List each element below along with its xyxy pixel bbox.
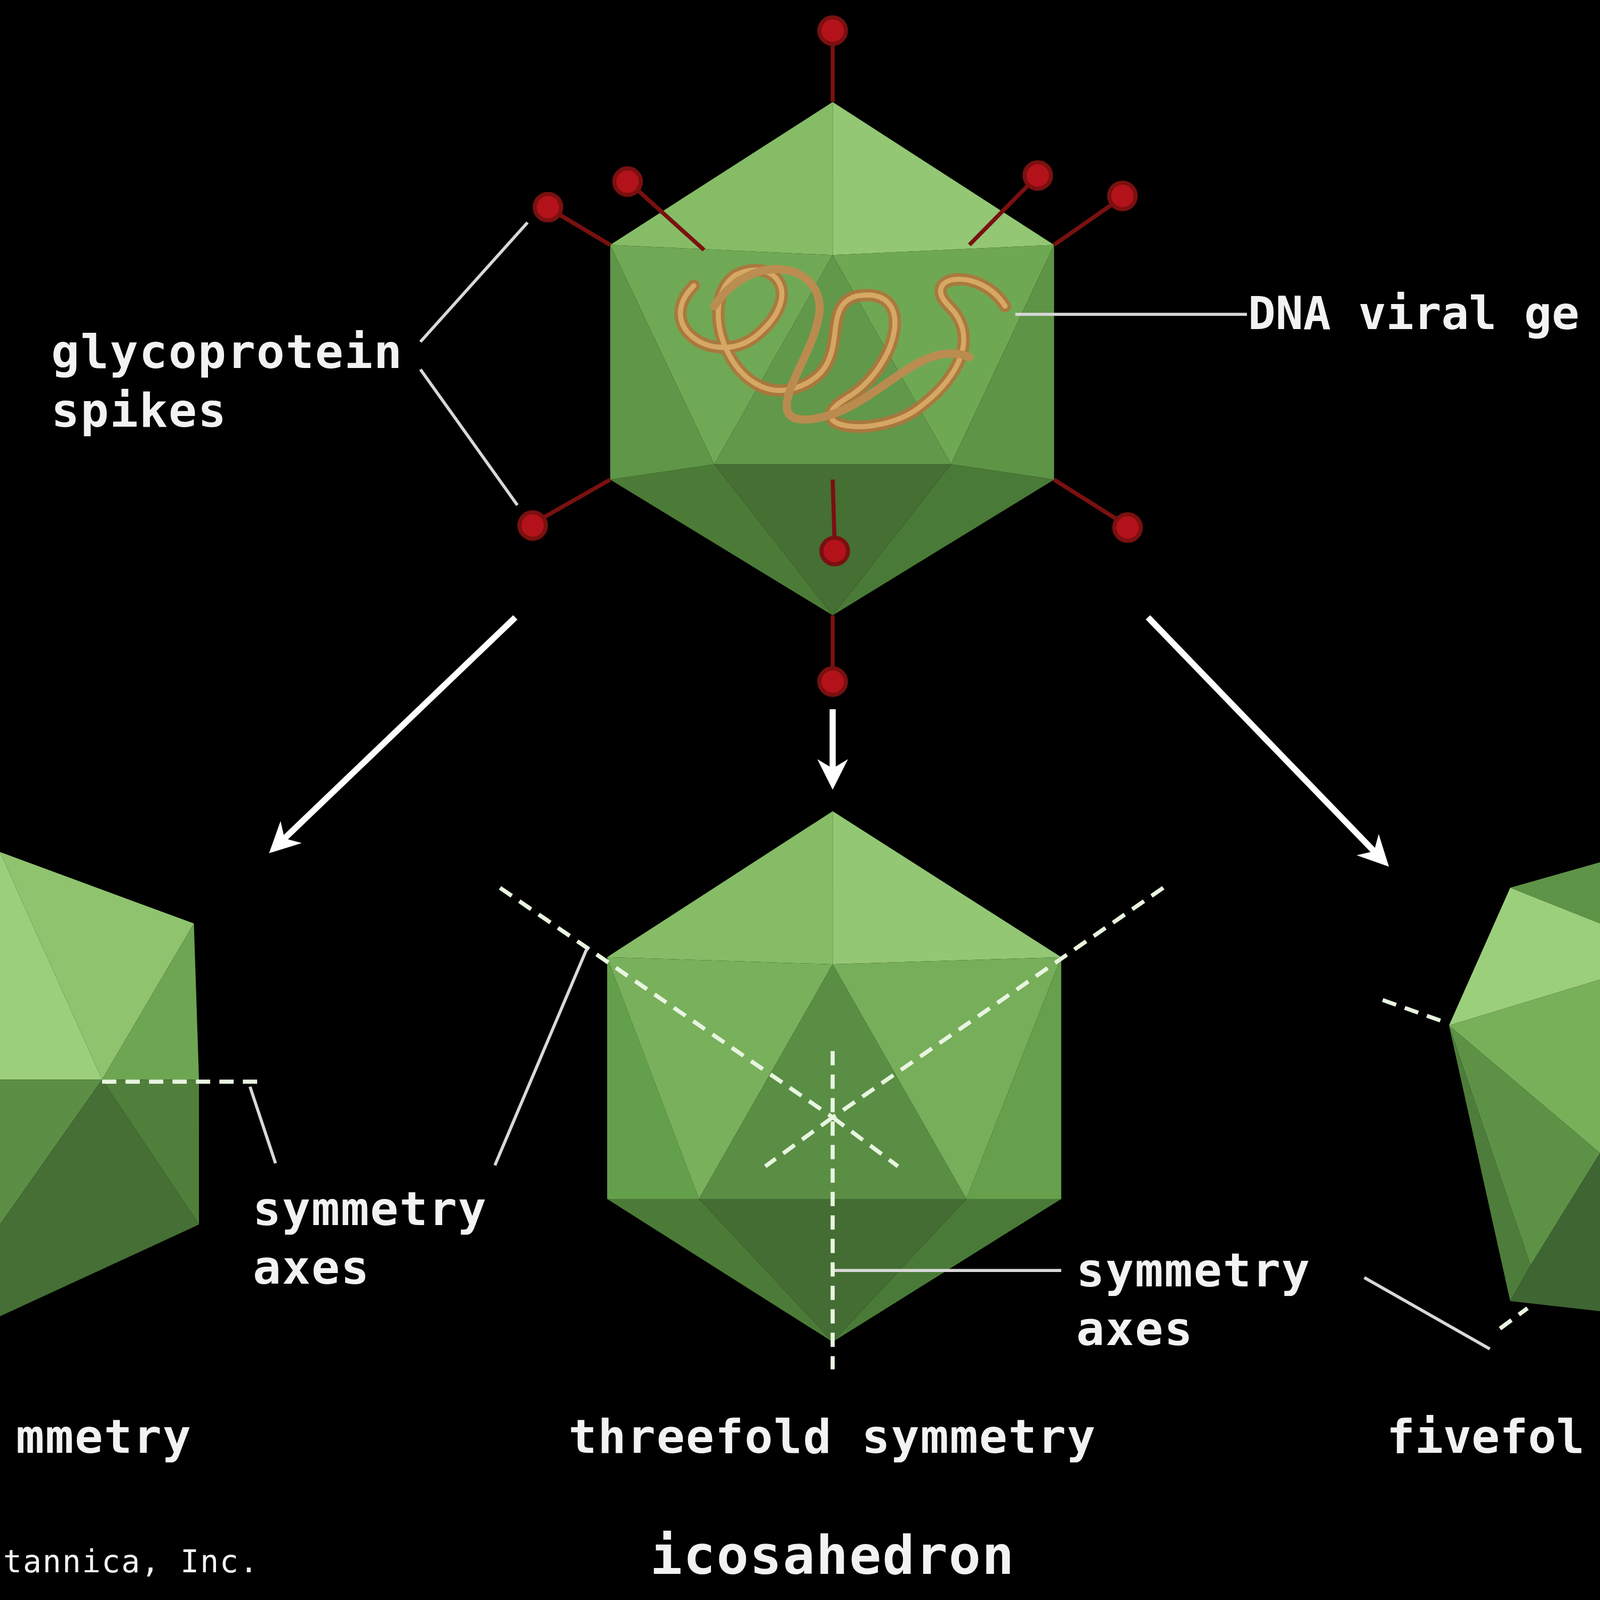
leader-line xyxy=(494,948,587,1166)
dna-strand xyxy=(714,269,970,420)
view-label: threefold symmetry xyxy=(568,1407,1097,1467)
symmetry-axes xyxy=(101,888,1528,1370)
leader-line xyxy=(1015,312,1247,316)
spike-stalk xyxy=(1053,200,1119,245)
copyright-note: tannica, Inc. xyxy=(3,1542,260,1582)
diagram-caption: icosahedron xyxy=(650,1523,1015,1588)
leader-line xyxy=(834,1268,1062,1272)
spike-stalk xyxy=(1053,479,1124,524)
axis-line xyxy=(1382,1000,1443,1022)
arrow xyxy=(273,617,516,850)
spike-head xyxy=(519,512,547,539)
spike-head xyxy=(819,668,846,695)
face xyxy=(610,101,833,255)
axis-line xyxy=(1500,1308,1528,1329)
callout-label: symmetry axes xyxy=(1076,1241,1375,1359)
part-label: glycoprotein spikes xyxy=(51,322,436,440)
callout-label: symmetry axes xyxy=(252,1179,552,1298)
face xyxy=(0,1079,199,1317)
spike-head xyxy=(1024,162,1052,189)
spike-head xyxy=(821,537,848,565)
axis-line xyxy=(830,1051,835,1370)
face xyxy=(0,852,102,1080)
face xyxy=(832,101,1054,255)
face xyxy=(1449,1025,1531,1302)
arrow xyxy=(829,709,836,784)
spike-head xyxy=(1109,182,1136,210)
twofold-icosahedron xyxy=(0,852,199,1317)
spike-head xyxy=(534,194,562,221)
view-label: fivefol xyxy=(1386,1407,1585,1467)
fivefold-icosahedron xyxy=(1449,862,1600,1312)
axis-line xyxy=(765,1117,833,1167)
face xyxy=(606,811,833,965)
face xyxy=(832,811,1062,965)
leader-line xyxy=(250,1086,276,1164)
axis-line xyxy=(101,1079,261,1084)
face xyxy=(606,1198,833,1342)
face xyxy=(610,464,833,616)
spike-stalk xyxy=(536,479,611,522)
axis-line xyxy=(832,1117,898,1167)
glycoprotein-spikes xyxy=(519,17,1141,695)
leader-line xyxy=(420,369,518,506)
part-label: DNA viral ge xyxy=(1248,284,1580,343)
leader-line xyxy=(1364,1277,1490,1349)
view-label: mmetry xyxy=(16,1407,192,1467)
face xyxy=(101,923,199,1080)
spike-stalk xyxy=(631,184,704,250)
virus-icosahedron xyxy=(610,101,1054,615)
face xyxy=(1510,1153,1600,1312)
spike-head xyxy=(1114,514,1141,541)
face xyxy=(966,957,1062,1199)
spike-stalk xyxy=(969,179,1035,245)
spike-head xyxy=(819,17,846,45)
axis-line xyxy=(832,888,1164,1118)
axis-line xyxy=(500,888,834,1118)
leader-lines xyxy=(250,222,1491,1349)
spike-head xyxy=(614,168,642,196)
dna-genome xyxy=(680,269,1006,427)
arrow xyxy=(1147,617,1385,863)
spike-stalk xyxy=(830,38,835,103)
leader-line xyxy=(420,222,528,342)
